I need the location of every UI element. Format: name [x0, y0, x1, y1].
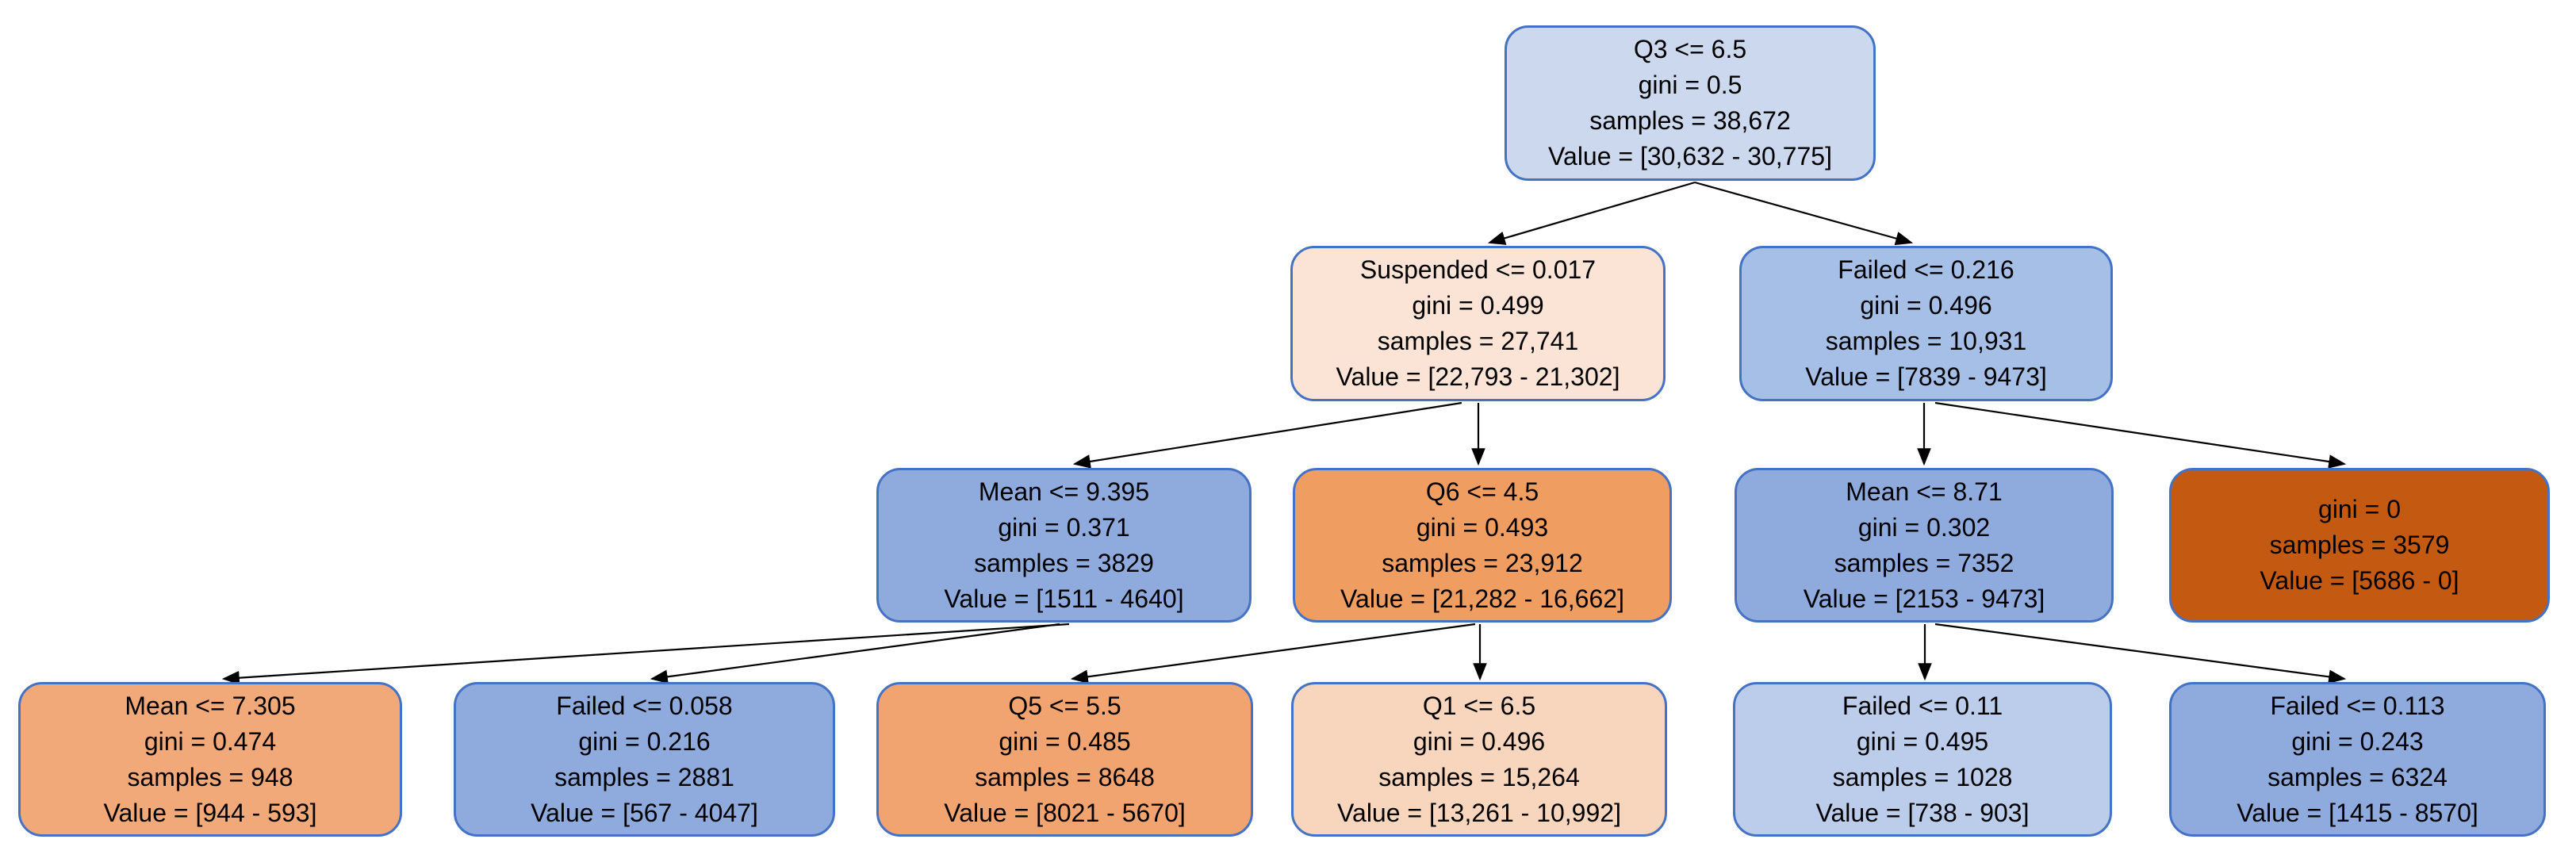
node-value: Value = [21,282 - 16,662] — [1340, 584, 1624, 613]
edge-failed216-gini0 — [1934, 401, 2347, 469]
tree-node-leaf-gini0: gini = 0 samples = 3579 Value = [5686 - … — [2169, 468, 2550, 623]
node-gini: gini = 0.243 — [2291, 726, 2424, 756]
node-gini: gini = 0.5 — [1638, 71, 1742, 99]
node-gini: gini = 0.496 — [1860, 291, 1992, 320]
tree-node-failed-216: Failed <= 0.216 gini = 0.496 samples = 1… — [1739, 246, 2113, 401]
node-samples: samples = 948 — [127, 762, 293, 791]
node-condition: Failed <= 0.216 — [1838, 255, 2014, 284]
edge-q6-q5 — [1070, 623, 1476, 684]
edge-root-suspended — [1487, 181, 1696, 245]
node-samples: samples = 6324 — [2267, 762, 2448, 791]
node-condition: Failed <= 0.058 — [556, 691, 733, 720]
node-value: Value = [738 - 903] — [1815, 798, 2030, 827]
node-samples: samples = 27,741 — [1377, 327, 1579, 355]
node-samples: samples = 15,264 — [1378, 762, 1580, 791]
edge-mean9395-mean7305 — [221, 623, 1070, 685]
node-condition: Q1 <= 6.5 — [1422, 691, 1536, 720]
node-gini: gini = 0.495 — [1856, 726, 1989, 756]
tree-node-q6: Q6 <= 4.5 gini = 0.493 samples = 23,912 … — [1293, 468, 1672, 623]
node-gini: gini = 0.216 — [578, 726, 711, 756]
node-value: Value = [1511 - 4640] — [944, 584, 1184, 613]
tree-node-q1: Q1 <= 6.5 gini = 0.496 samples = 15,264 … — [1291, 682, 1667, 837]
tree-node-mean-9395: Mean <= 9.395 gini = 0.371 samples = 382… — [876, 468, 1252, 623]
node-condition: Q3 <= 6.5 — [1633, 35, 1747, 63]
edge-suspended-mean9395 — [1072, 401, 1462, 469]
node-gini: gini = 0 — [2317, 495, 2402, 523]
node-gini: gini = 0.485 — [999, 726, 1131, 756]
node-samples: samples = 8648 — [975, 762, 1155, 791]
node-condition: Mean <= 8.71 — [1846, 477, 2003, 506]
node-value: Value = [13,261 - 10,992] — [1337, 798, 1621, 827]
node-value: Value = [30,632 - 30,775] — [1548, 142, 1832, 171]
node-samples: samples = 3579 — [2269, 531, 2450, 559]
tree-node-failed-058: Failed <= 0.058 gini = 0.216 samples = 2… — [454, 682, 835, 837]
node-condition: Failed <= 0.11 — [1842, 691, 2003, 720]
node-samples: samples = 23,912 — [1382, 548, 1583, 577]
edge-root-failed216 — [1694, 181, 1914, 246]
node-samples: samples = 1028 — [1832, 762, 2013, 791]
node-value: Value = [2153 - 9473] — [1803, 584, 2045, 613]
tree-node-suspended: Suspended <= 0.017 gini = 0.499 samples … — [1290, 246, 1666, 401]
node-condition: Failed <= 0.113 — [2270, 691, 2445, 720]
tree-node-failed-011: Failed <= 0.11 gini = 0.495 samples = 10… — [1733, 682, 2112, 837]
node-gini: gini = 0.474 — [144, 726, 277, 756]
node-value: Value = [22,793 - 21,302] — [1336, 362, 1620, 391]
node-gini: gini = 0.371 — [998, 512, 1130, 542]
tree-node-mean-7305: Mean <= 7.305 gini = 0.474 samples = 948… — [18, 682, 402, 837]
node-gini: gini = 0.499 — [1412, 291, 1544, 320]
node-samples: samples = 7352 — [1834, 548, 2014, 577]
node-condition: Mean <= 9.395 — [978, 477, 1150, 506]
node-samples: samples = 3829 — [974, 548, 1154, 577]
node-value: Value = [567 - 4047] — [531, 798, 758, 827]
node-condition: Q5 <= 5.5 — [1008, 691, 1121, 720]
tree-node-root: Q3 <= 6.5 gini = 0.5 samples = 38,672 Va… — [1505, 25, 1876, 181]
node-value: Value = [5686 - 0] — [2260, 566, 2459, 595]
node-value: Value = [944 - 593] — [103, 798, 317, 827]
node-samples: samples = 10,931 — [1825, 327, 2027, 355]
node-condition: Suspended <= 0.017 — [1359, 255, 1597, 284]
edge-mean9395-failed058 — [650, 623, 1060, 684]
tree-node-mean-871: Mean <= 8.71 gini = 0.302 samples = 7352… — [1735, 468, 2114, 623]
node-value: Value = [8021 - 5670] — [944, 798, 1186, 827]
node-gini: gini = 0.302 — [1857, 512, 1991, 542]
node-samples: samples = 2881 — [554, 762, 734, 791]
node-condition: Q6 <= 4.5 — [1425, 477, 1539, 506]
node-condition: Mean <= 7.305 — [125, 691, 296, 720]
node-gini: gini = 0.493 — [1416, 512, 1549, 542]
node-value: Value = [1415 - 8570] — [2237, 798, 2478, 827]
node-value: Value = [7839 - 9473] — [1805, 362, 2047, 391]
node-gini: gini = 0.496 — [1413, 726, 1546, 756]
tree-node-failed-0113: Failed <= 0.113 gini = 0.243 samples = 6… — [2169, 682, 2546, 837]
tree-node-q5: Q5 <= 5.5 gini = 0.485 samples = 8648 Va… — [876, 682, 1253, 837]
edge-mean871-failed0113 — [1934, 623, 2347, 684]
node-samples: samples = 38,672 — [1589, 106, 1791, 135]
